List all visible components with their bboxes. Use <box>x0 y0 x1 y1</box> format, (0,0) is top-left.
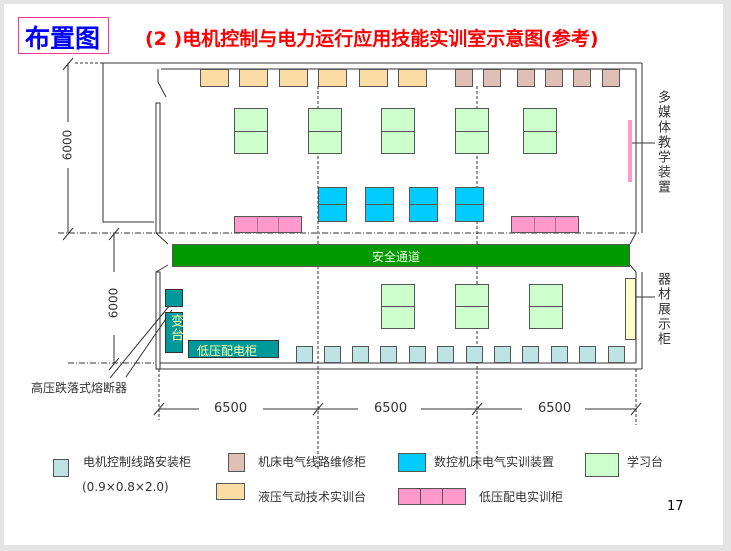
study-table <box>308 108 342 154</box>
hydraulic-training-bench <box>200 69 229 87</box>
cnc-training-device <box>455 187 484 222</box>
legend-swatch-hydraulic <box>216 483 245 500</box>
motor-control-cabinet <box>608 346 625 363</box>
badge-box <box>18 17 109 54</box>
motor-control-cabinet <box>437 346 454 363</box>
hydraulic-training-bench <box>318 69 347 87</box>
legend-lv-divider <box>420 488 443 505</box>
layout-badge: 布置图 <box>25 24 101 53</box>
hydraulic-training-bench <box>359 69 388 87</box>
motor-control-cabinet <box>409 346 426 363</box>
page-title: (2 )电机控制与电力运行应用技能实训室示意图(参考) <box>145 28 599 50</box>
transformer-label: 变台 <box>168 314 183 342</box>
motor-control-cabinet <box>380 346 397 363</box>
legend-swatch-motor-cabinet <box>53 459 69 477</box>
transformer <box>165 312 183 353</box>
study-table <box>523 108 557 154</box>
hydraulic-training-bench <box>239 69 268 87</box>
legend-swatch-study <box>585 453 619 477</box>
dim-width-2: 6500 <box>374 401 408 416</box>
hydraulic-training-bench <box>279 69 308 87</box>
study-table <box>381 284 415 329</box>
multimedia-label: 多媒体教学装置 <box>655 90 670 195</box>
motor-control-cabinet <box>324 346 341 363</box>
safety-corridor <box>172 244 630 267</box>
machine-repair-cabinet <box>483 69 501 87</box>
machine-repair-cabinet <box>455 69 473 87</box>
legend-cnc: 数控机床电气实训装置 <box>434 455 555 469</box>
machine-repair-cabinet <box>517 69 535 87</box>
cnc-training-device <box>318 187 347 222</box>
motor-control-cabinet <box>466 346 483 363</box>
fuse-box <box>165 289 183 307</box>
machine-repair-cabinet <box>545 69 563 87</box>
legend-machine-cabinet: 机床电气线路维修柜 <box>258 455 367 469</box>
legend-motor-cabinet-size: (0.9×0.8×2.0) <box>82 480 169 494</box>
study-table <box>234 108 268 154</box>
cnc-training-device <box>409 187 438 222</box>
display-label: 器材展示柜 <box>655 272 670 347</box>
dim-height-lower: 6000 <box>106 287 121 319</box>
study-table <box>529 284 563 329</box>
dim-height-upper: 6000 <box>60 129 75 161</box>
lv-cabinet-label: 低压配电柜 <box>197 344 258 358</box>
cnc-training-device <box>365 187 394 222</box>
lv-distribution-cabinet <box>188 340 279 358</box>
machine-repair-cabinet <box>602 69 620 87</box>
legend-motor-cabinet: 电机控制线路安装柜 <box>83 455 192 469</box>
corridor-label: 安全通道 <box>372 250 421 264</box>
motor-control-cabinet <box>352 346 369 363</box>
lv-training-cabinet <box>511 216 579 233</box>
legend-swatch-cnc <box>398 453 426 472</box>
lv-training-cabinet <box>234 216 302 233</box>
page-number: 17 <box>667 499 684 514</box>
dim-width-3: 6500 <box>538 401 572 416</box>
legend-hydraulic: 液压气动技术实训台 <box>258 490 367 504</box>
motor-control-cabinet <box>494 346 511 363</box>
study-table <box>381 108 415 154</box>
dim-width-1: 6500 <box>214 401 248 416</box>
fuse-label: 高压跌落式熔断器 <box>31 381 128 395</box>
motor-control-cabinet <box>579 346 596 363</box>
legend-lv-training: 低压配电实训柜 <box>479 490 564 504</box>
motor-control-cabinet <box>522 346 539 363</box>
display-cabinet <box>625 278 636 340</box>
machine-repair-cabinet <box>573 69 591 87</box>
legend-study: 学习台 <box>627 455 664 469</box>
legend-swatch-lv-training <box>398 488 466 505</box>
multimedia-screen <box>628 120 632 182</box>
study-table <box>455 284 489 329</box>
motor-control-cabinet <box>551 346 568 363</box>
hydraulic-training-bench <box>398 69 427 87</box>
study-table <box>455 108 489 154</box>
motor-control-cabinet <box>296 346 313 363</box>
legend-swatch-machine-cabinet <box>228 453 245 472</box>
